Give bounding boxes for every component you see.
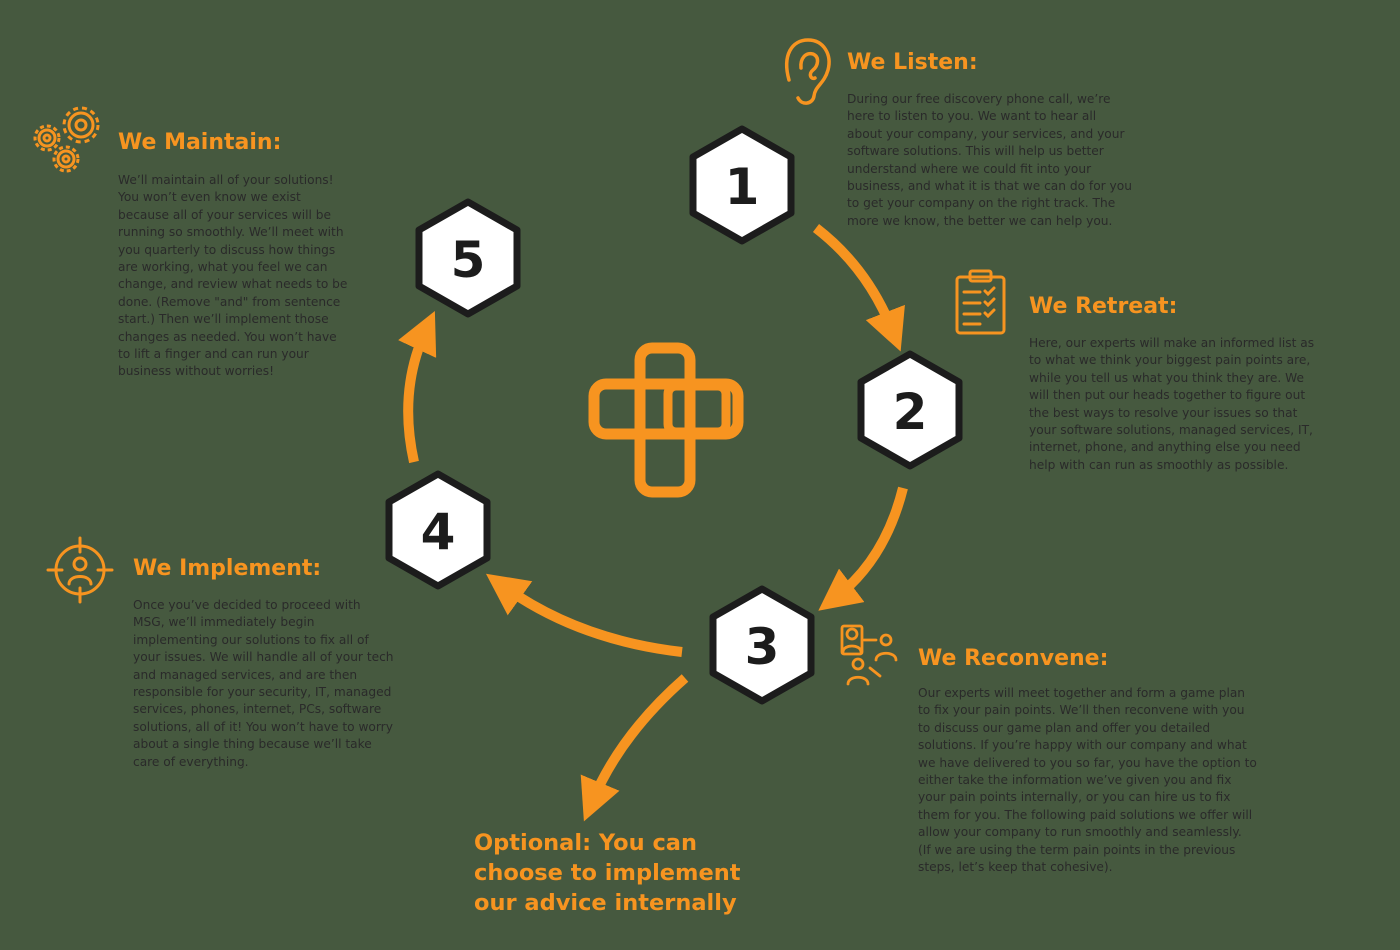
step-5-hexagon: 5 [415,198,521,318]
target-person-icon [46,536,114,604]
step-4-description: Once you’ve decided to proceed with MSG,… [133,598,394,769]
step-3-number: 3 [745,618,780,676]
optional-note: Optional: You can choose to implement ou… [474,830,741,916]
step-1-hexagon: 1 [689,125,795,245]
people-group-icon [840,624,898,686]
step-5-number: 5 [451,231,486,289]
step-3-hexagon: 3 [709,585,815,705]
step-3-description: Our experts will meet together and form … [918,686,1257,875]
step-3-title: We Reconvene: [918,646,1109,671]
step-2-hexagon: 2 [857,350,963,470]
arrow-3-to-4 [485,573,683,657]
flow-arrows [398,224,908,822]
step-1-number: 1 [725,158,760,216]
step-4-number: 4 [421,503,456,561]
step-2-number: 2 [893,383,928,441]
step-5-description: We’ll maintain all of your solutions! Yo… [118,173,348,379]
arrow-4-to-5 [398,310,437,464]
arrow-3-to-optional [580,674,689,822]
arrow-2-to-3 [818,486,908,611]
step-1-description: During our free discovery phone call, we… [847,92,1132,228]
gears-icon [33,106,100,173]
step-4-hexagon: 4 [385,470,491,590]
ear-icon [785,38,831,105]
step-5-title: We Maintain: [118,130,282,155]
interlocking-logo-icon [588,342,744,498]
step-1-title: We Listen: [847,50,978,75]
step-2-title: We Retreat: [1029,294,1178,319]
arrow-1-to-2 [812,224,905,352]
step-2-description: Here, our experts will make an informed … [1029,336,1315,472]
clipboard-checklist-icon [955,269,1006,335]
step-4-title: We Implement: [133,556,322,581]
